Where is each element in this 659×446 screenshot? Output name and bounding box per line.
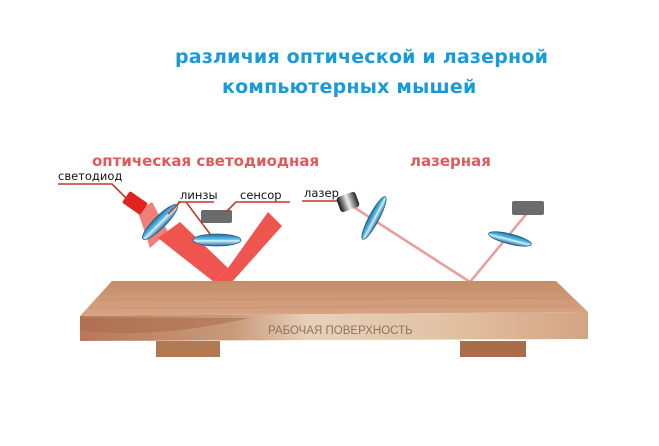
led-label: светодиод	[58, 169, 123, 183]
laser-module-icon	[336, 191, 360, 213]
lens-icon	[192, 233, 242, 247]
laser-heading: лазерная	[410, 152, 491, 170]
surface-label: РАБОЧАЯ ПОВЕРХНОСТЬ	[268, 325, 413, 337]
leader-lines-optical	[58, 183, 290, 235]
led-icon	[122, 191, 148, 215]
lens-icon	[361, 196, 387, 240]
page-title-line2: компьютерных мышей	[222, 76, 477, 98]
work-surface	[80, 281, 588, 357]
sensor-icon	[512, 201, 544, 215]
optical-heading: оптическая светодиодная	[92, 152, 320, 170]
sensor-label: сенсор	[240, 188, 282, 202]
laser-label: лазер	[304, 186, 339, 200]
lens-icon	[488, 231, 532, 247]
lenses-label: линзы	[180, 188, 218, 202]
sensor-icon	[201, 210, 232, 223]
page-title-line1: различия оптической и лазерной	[175, 46, 549, 68]
